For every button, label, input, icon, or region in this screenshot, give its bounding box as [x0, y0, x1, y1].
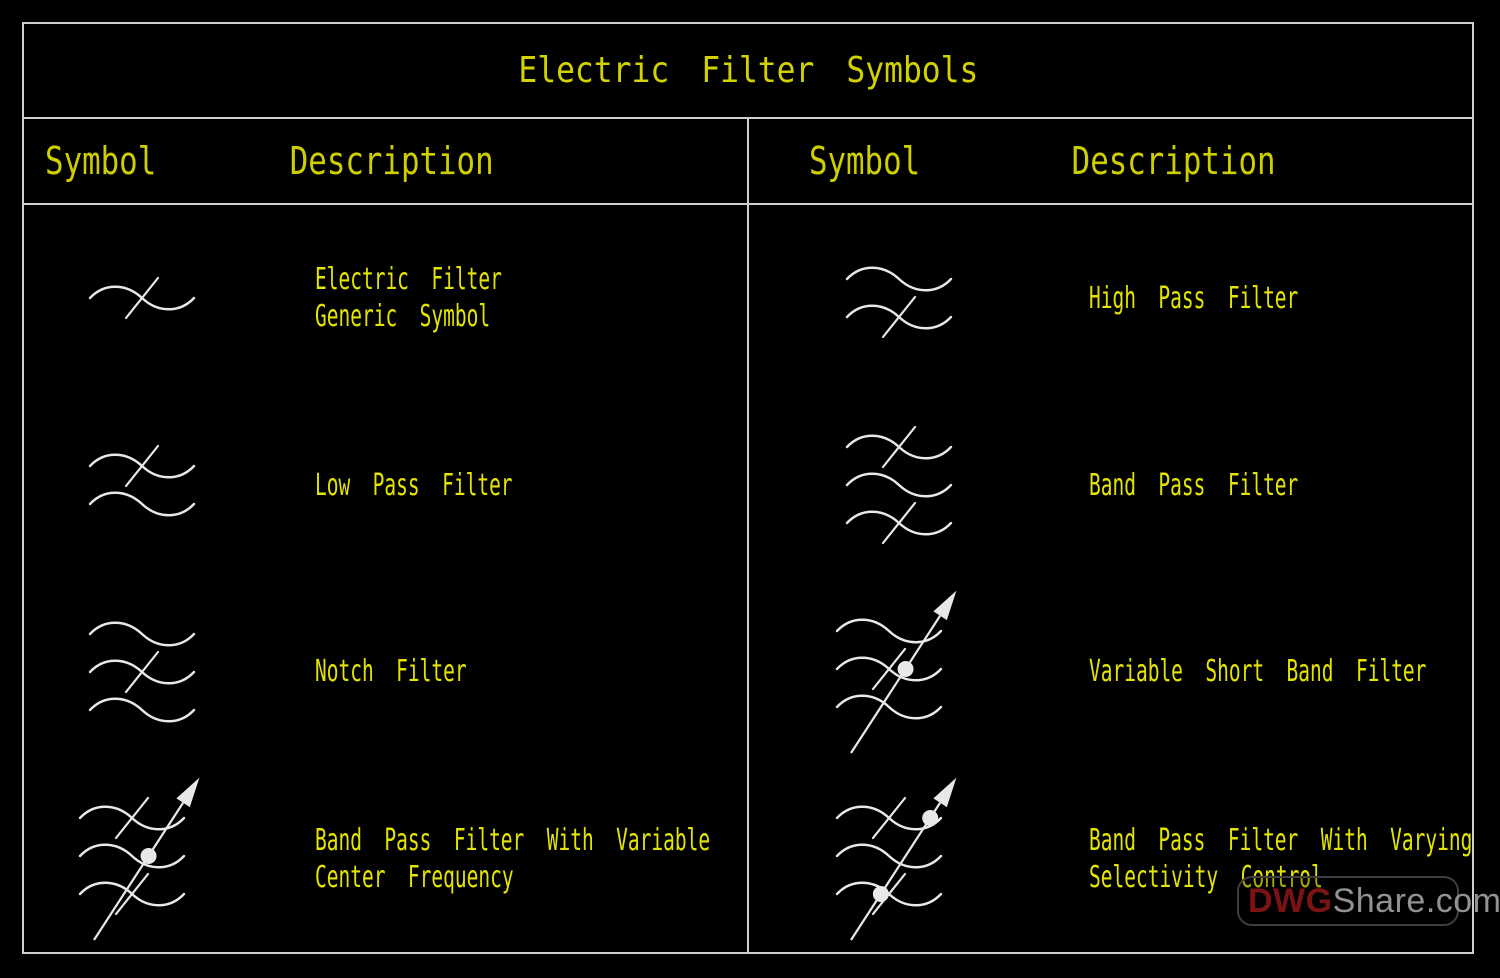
filter-description: High Pass Filter	[1089, 280, 1299, 316]
right-column-rows: High Pass Filter Band Pass Filter	[749, 205, 1472, 952]
description-column-header: Description	[1071, 139, 1276, 183]
table-row: Electric Filter Generic Symbol	[24, 205, 747, 392]
table-body: Symbol Description Electric Filter Gener…	[24, 119, 1472, 952]
description-column-header: Description	[289, 139, 494, 183]
table-row: High Pass Filter	[749, 205, 1472, 392]
variable-short-band-filter-symbol-icon	[749, 585, 1049, 759]
watermark-dwg-text: DWG	[1248, 881, 1333, 920]
table-row: Notch Filter	[24, 579, 747, 766]
filter-description: Variable Short Band Filter	[1089, 654, 1427, 690]
notch-filter-symbol-icon	[24, 608, 259, 736]
table-row: Low Pass Filter	[24, 392, 747, 579]
electric-filter-generic-symbol-icon	[24, 272, 259, 324]
watermark-share-text: Share.com	[1332, 881, 1500, 920]
high-pass-filter-symbol-icon	[749, 253, 1049, 343]
filter-description: Band Pass Filter	[1089, 467, 1299, 503]
table-row: Variable Short Band Filter	[749, 579, 1472, 766]
filter-description: Notch Filter	[315, 654, 467, 690]
filter-description: Electric Filter Generic Symbol	[315, 262, 502, 335]
band-pass-varying-selectivity-control-symbol-icon	[749, 772, 1049, 946]
left-column: Symbol Description Electric Filter Gener…	[24, 119, 749, 952]
table-title-row: Electric Filter Symbols	[24, 24, 1472, 119]
table-row: Band Pass Filter With Varying Selectivit…	[749, 765, 1472, 952]
filter-description: Band Pass Filter With Variable Center Fr…	[315, 822, 711, 895]
band-pass-filter-symbol-icon	[749, 421, 1049, 549]
right-column-header-row: Symbol Description	[749, 119, 1472, 205]
filter-description: Band Pass Filter With Varying Selectivit…	[1089, 822, 1473, 895]
page-title: Electric Filter Symbols	[517, 50, 979, 91]
right-column: Symbol Description High Pass Filter	[749, 119, 1472, 952]
low-pass-filter-symbol-icon	[24, 440, 259, 530]
filter-description: Low Pass Filter	[315, 467, 513, 503]
left-column-header-row: Symbol Description	[24, 119, 747, 205]
table-row: Band Pass Filter	[749, 392, 1472, 579]
table-row: Band Pass Filter With Variable Center Fr…	[24, 765, 747, 952]
left-column-rows: Electric Filter Generic Symbol Low Pass …	[24, 205, 747, 952]
band-pass-variable-center-frequency-symbol-icon	[24, 772, 259, 946]
symbols-table-frame: Electric Filter Symbols Symbol Descripti…	[22, 22, 1474, 954]
symbol-column-header: Symbol	[45, 139, 157, 183]
symbol-column-header: Symbol	[808, 139, 921, 183]
